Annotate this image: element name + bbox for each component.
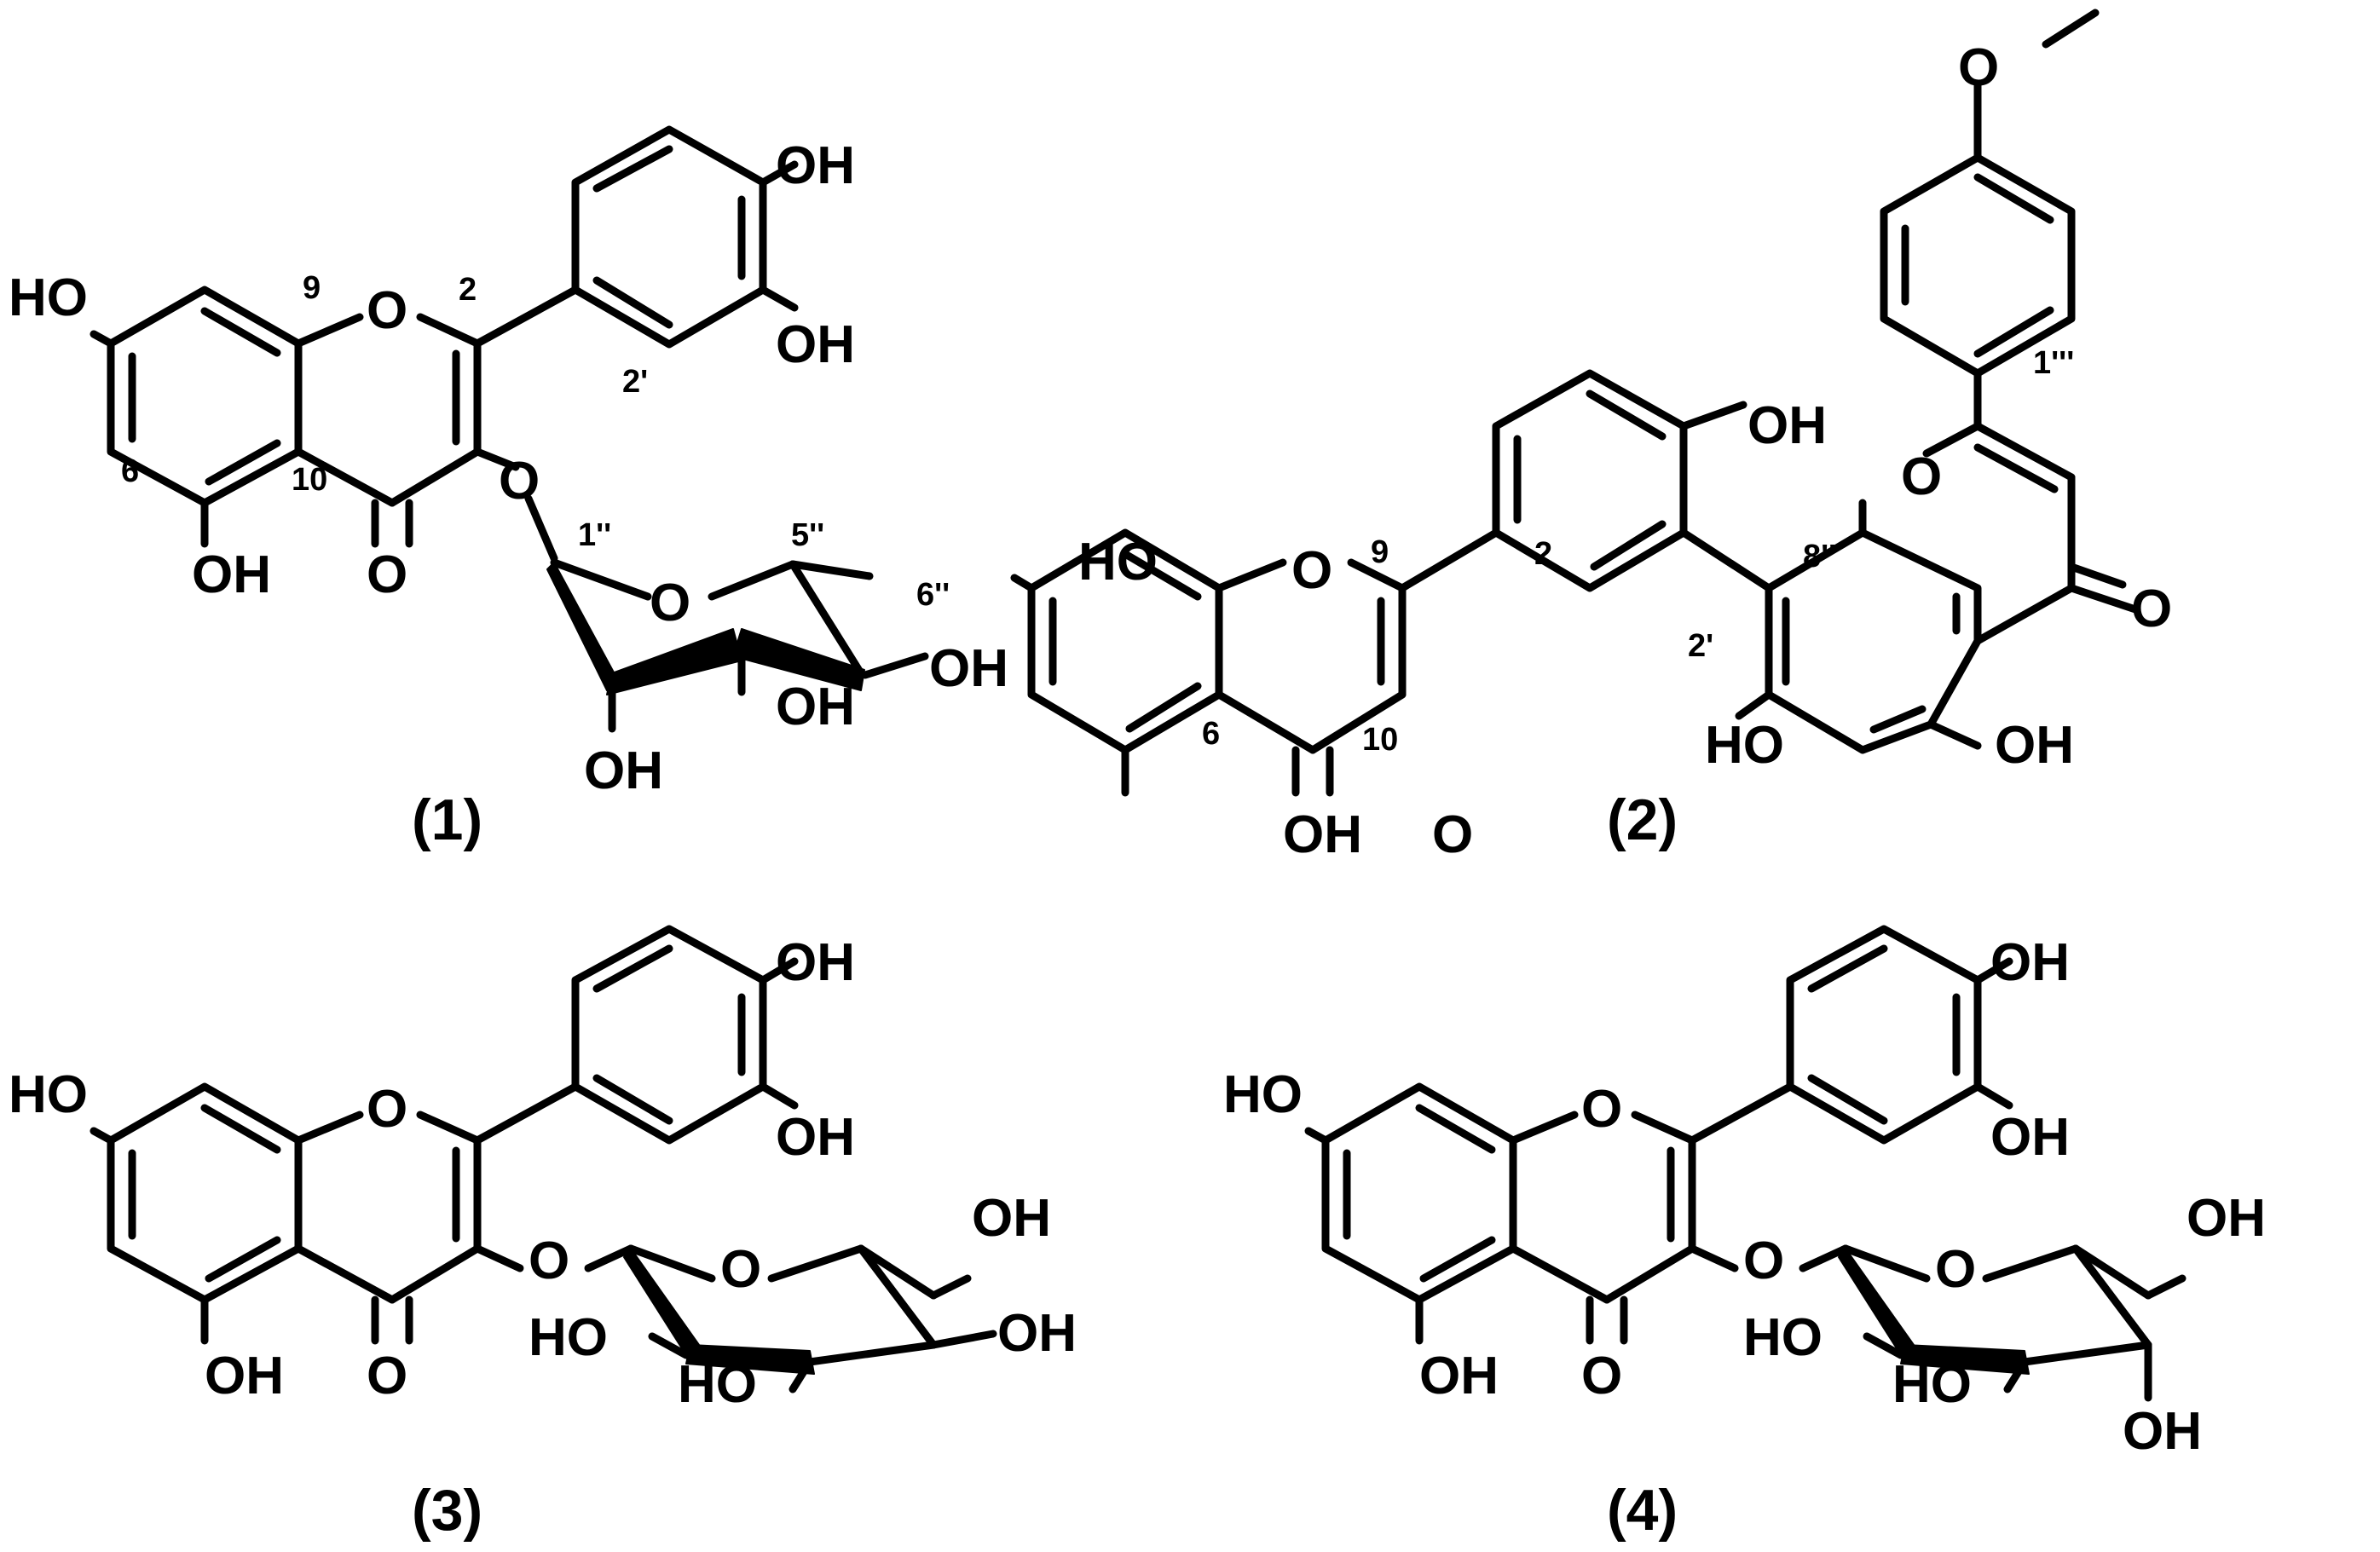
compound-2-position-9: 9 (1371, 534, 1389, 570)
compound-3-oh-3prime: OH (776, 1108, 855, 1167)
compound-2-oh-5: OH (1283, 805, 1362, 864)
compound-3-sugar-ho-3: HO (678, 1355, 757, 1414)
compound-4-oh-5: OH (1419, 1347, 1499, 1405)
compound-1-position-6: 6 (121, 453, 139, 489)
compound-4-sugar-oh-6: OH (2186, 1189, 2266, 1248)
compound-2-position-1tprime: 1''' (2033, 345, 2074, 381)
compound-1-position-10: 10 (292, 462, 327, 498)
compound-4-sugar-ho-2: HO (1743, 1308, 1823, 1367)
compound-2-carbonyl-o-b: O (2131, 580, 2172, 638)
compound-4-labels: OH OH HO O O O OH OH O HO HO OH (4) (1223, 933, 2266, 1543)
compound-1-sugar-ring-o: O (650, 574, 690, 632)
compound-2-labels: O OH O HO O OH O O HO OH 1''' 8'' 9 2 2'… (1078, 38, 2172, 864)
compound-3-caption: (3) (412, 1478, 482, 1543)
compound-3-sugar-oh-4: OH (997, 1304, 1077, 1363)
compound-4-oh-4prime: OH (1990, 933, 2070, 992)
compound-1-labels: OH OH HO O OH O O O OH OH OH 9 2 2' 6 10… (9, 136, 1008, 852)
compound-1-structure (90, 125, 929, 733)
compound-1-oh-3prime: OH (776, 315, 855, 374)
compound-1-position-9: 9 (303, 270, 321, 306)
compound-1-caption: (1) (412, 788, 482, 852)
compound-3-labels: OH OH HO O O O OH OH O HO HO OH (3) (9, 933, 1077, 1543)
compound-2-ho-7dprime: HO (1705, 716, 1784, 775)
compound-4-glycosidic-o: O (1743, 1232, 1784, 1290)
compound-1-ring-o: O (367, 281, 407, 340)
compound-2-carbonyl-o-a: O (1432, 805, 1473, 864)
compound-2-oh-5dprime: OH (1995, 716, 2074, 775)
compound-3-carbonyl-o: O (367, 1347, 407, 1405)
compound-1-glycosidic-o: O (499, 452, 540, 511)
compound-1-position-5dprime: 5'' (791, 517, 824, 553)
compound-4-structure (1304, 925, 2186, 1402)
compound-2-phenol-oh: OH (1747, 396, 1827, 455)
compound-1-ho-7: HO (9, 268, 88, 327)
compound-3-ring-o: O (367, 1080, 407, 1139)
compound-1-sugar-oh-2: OH (584, 741, 663, 800)
compound-2-methoxy-o: O (1958, 38, 1999, 97)
compound-3-structure (90, 925, 997, 1393)
compound-3-sugar-oh-6: OH (972, 1189, 1051, 1248)
compound-4-ho-7: HO (1223, 1065, 1303, 1124)
compound-1-carbonyl-o: O (367, 545, 407, 604)
compound-2-position-2prime: 2' (1688, 628, 1713, 664)
compound-2-structure (1010, 9, 2140, 797)
compound-2-caption: (2) (1607, 788, 1678, 852)
compound-4-caption: (4) (1607, 1478, 1678, 1543)
compound-1-sugar-oh-4: OH (929, 639, 1008, 698)
compound-4-carbonyl-o: O (1581, 1347, 1622, 1405)
compound-3-sugar-ho-2: HO (529, 1308, 608, 1367)
compound-2-chromone-a-ring-o: O (1291, 541, 1332, 600)
compound-3-oh-5: OH (205, 1347, 284, 1405)
compound-2-position-2: 2 (1534, 536, 1552, 572)
compound-1-position-1dprime: 1'' (578, 517, 611, 553)
compound-2-position-8dprime: 8'' (1803, 539, 1836, 574)
compound-1-oh-5: OH (192, 545, 271, 604)
compound-4-oh-3prime: OH (1990, 1108, 2070, 1167)
compound-2-chromone-b-ring-o: O (1901, 447, 1942, 506)
compound-4-sugar-ring-o: O (1935, 1240, 1976, 1299)
compound-1-sugar-oh-3: OH (776, 678, 855, 736)
compound-3-glycosidic-o: O (529, 1232, 569, 1290)
compound-2-position-10: 10 (1362, 722, 1398, 758)
compound-2-position-6: 6 (1202, 716, 1220, 752)
compound-1-position-2prime: 2' (622, 364, 648, 400)
compound-3-ho-7: HO (9, 1065, 88, 1124)
compound-4-ring-o: O (1581, 1080, 1622, 1139)
compound-1-oh-4prime: OH (776, 136, 855, 195)
compound-1-position-2: 2 (459, 272, 477, 308)
compound-4-sugar-ho-3: HO (1892, 1355, 1972, 1414)
compound-4-sugar-oh-4: OH (2123, 1402, 2202, 1461)
compound-1-position-6dprime: 6'' (916, 577, 950, 613)
compound-3-sugar-ring-o: O (720, 1240, 761, 1299)
compound-3-oh-4prime: OH (776, 933, 855, 992)
compound-2-ho-7: HO (1078, 533, 1158, 591)
